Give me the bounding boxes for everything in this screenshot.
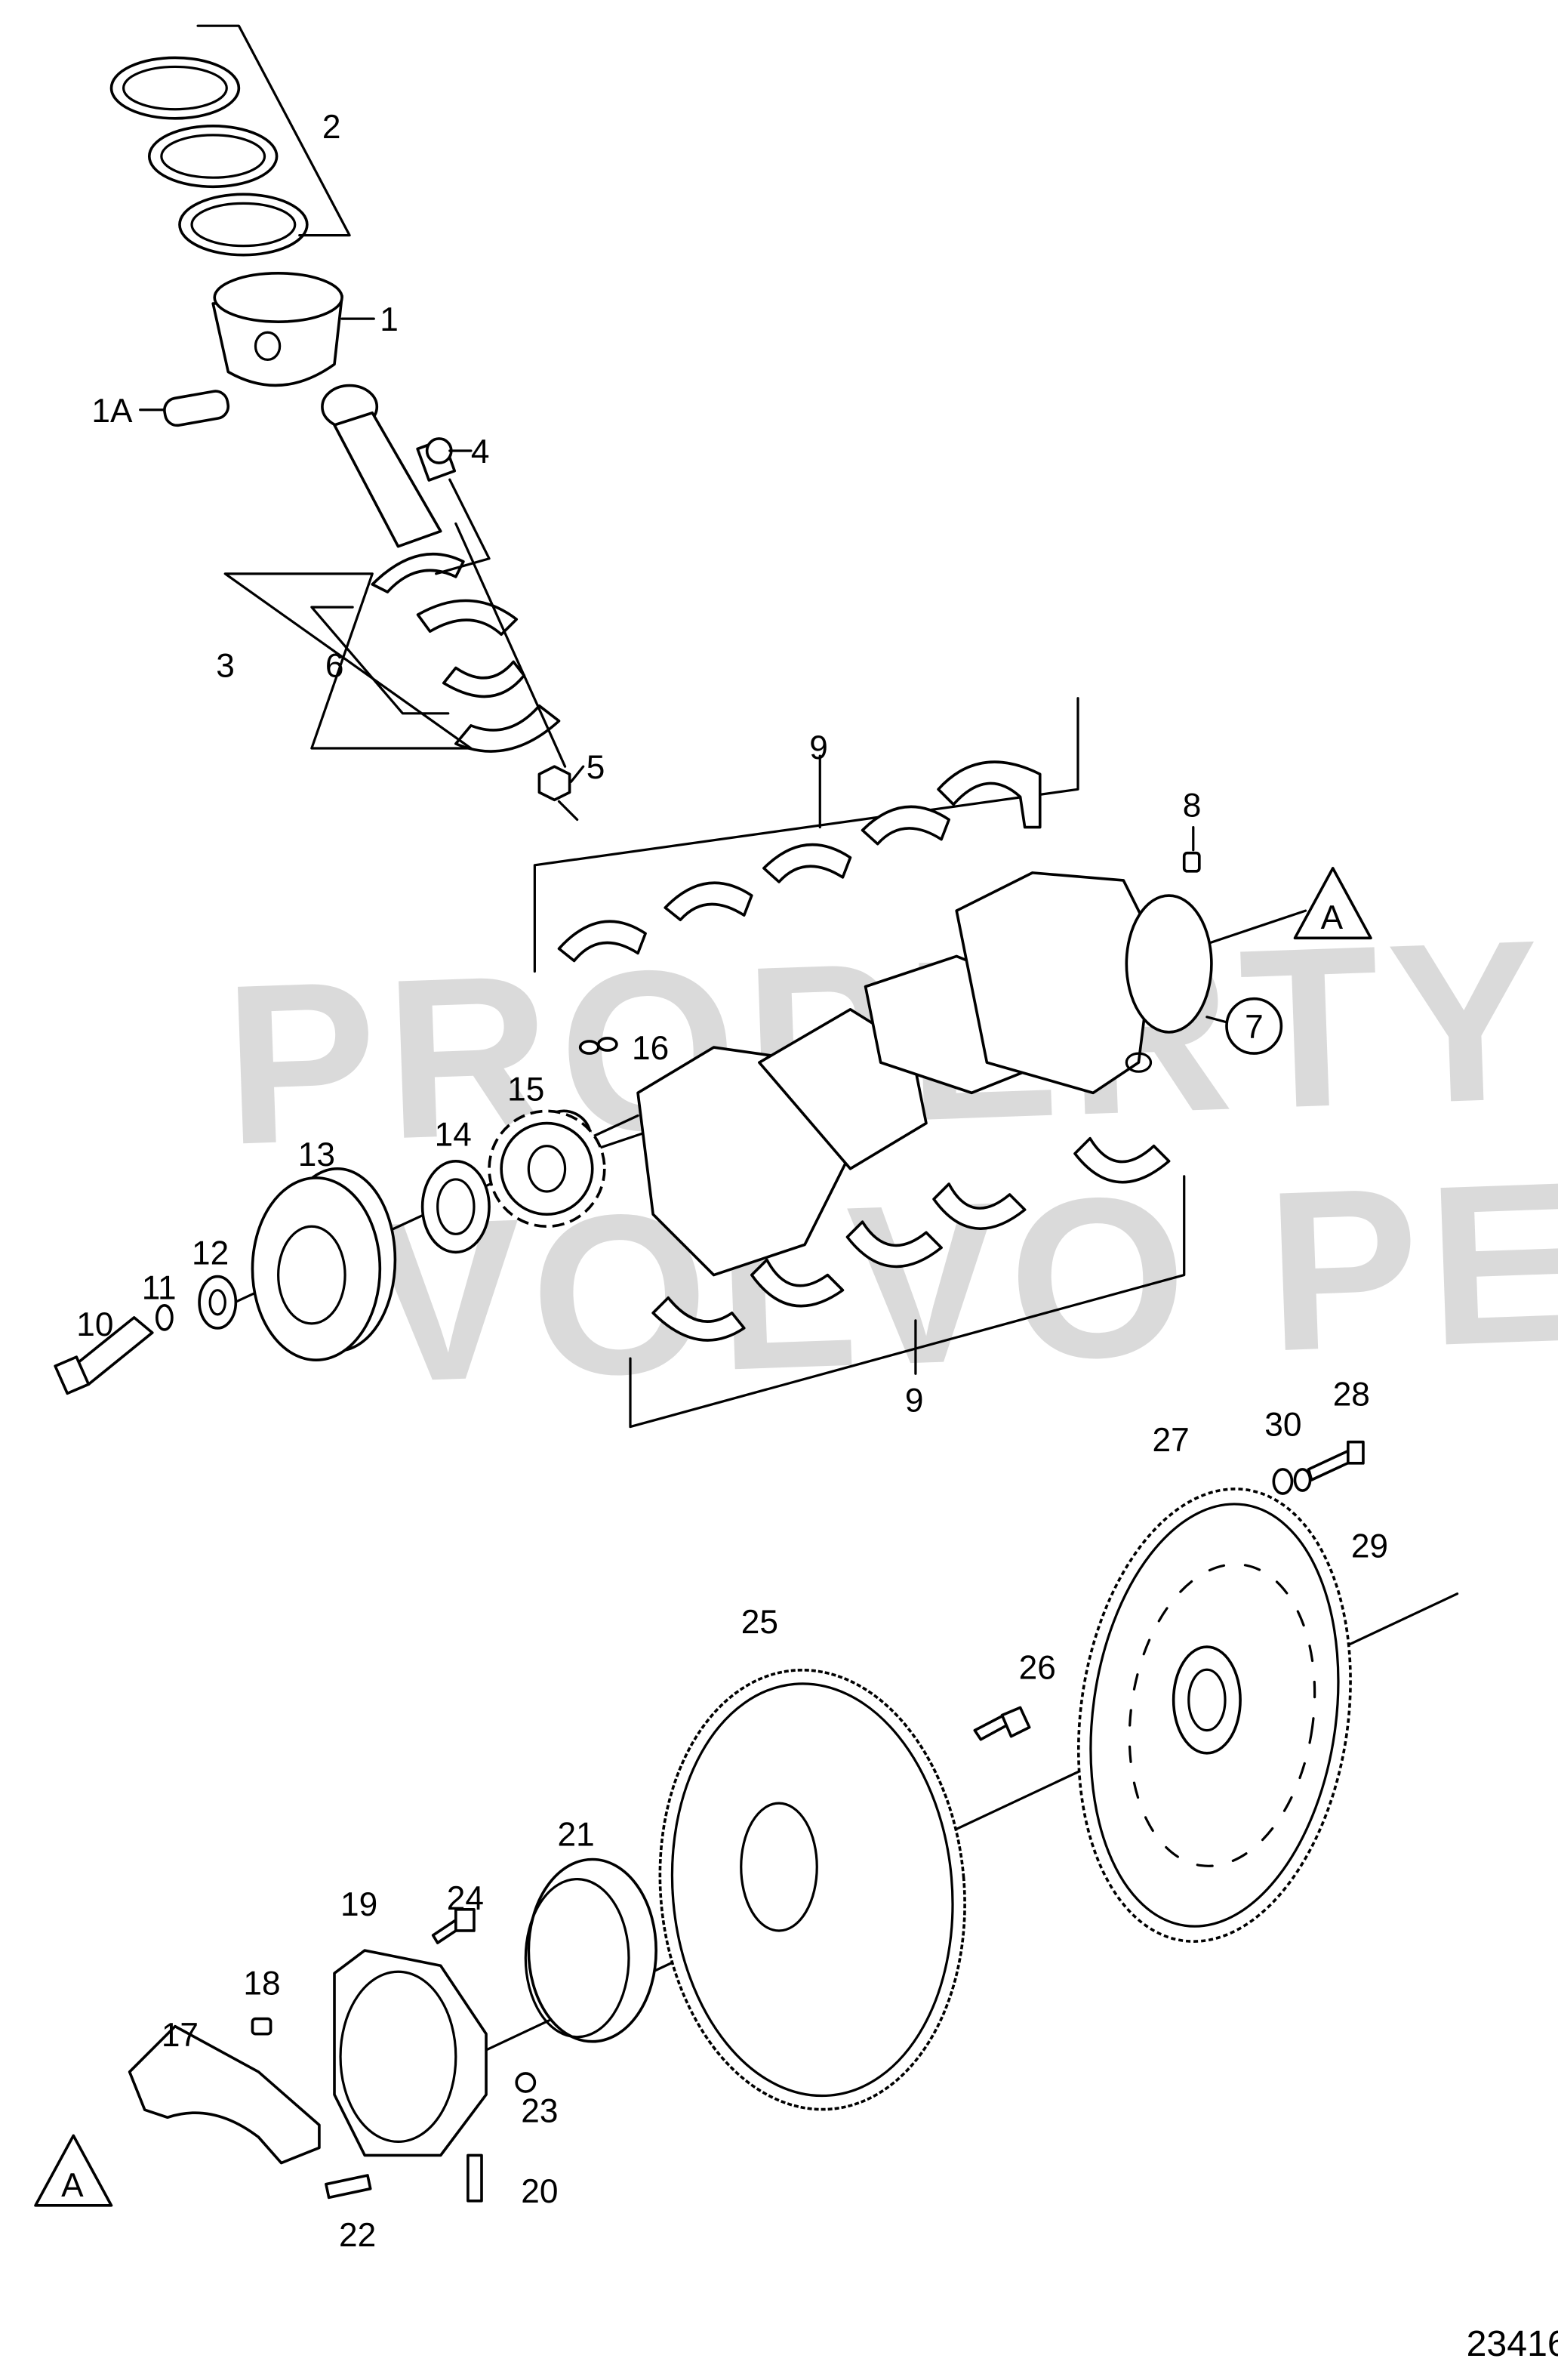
callout-12: 12 (192, 1235, 229, 1272)
callout-1a: 1A (91, 393, 133, 430)
callout-30: 30 (1264, 1407, 1301, 1444)
key-16 (578, 1037, 618, 1055)
timing-gear (488, 1109, 606, 1229)
callout-4: 4 (471, 433, 490, 470)
washer-30 (1272, 1468, 1294, 1495)
callout-29: 29 (1351, 1528, 1388, 1565)
illustration-number: 23416 (1467, 2323, 1558, 2364)
section-marker-a-top: A (1293, 867, 1372, 940)
callout-27: 27 (1153, 1422, 1190, 1459)
callout-19: 19 (340, 1886, 377, 1923)
callout-24: 24 (447, 1880, 484, 1917)
piston (211, 272, 375, 387)
callout-15: 15 (507, 1071, 544, 1108)
callout-22: 22 (339, 2217, 376, 2254)
washer-11 (155, 1303, 174, 1331)
washer-29 (1293, 1468, 1312, 1492)
callout-18: 18 (243, 1965, 280, 2002)
callout-17: 17 (162, 2017, 199, 2054)
callout-11: 11 (142, 1270, 177, 1307)
crankshaft (500, 871, 1307, 1277)
callout-10: 10 (76, 1306, 113, 1343)
callout-7: 7 (1245, 1009, 1264, 1046)
washer-12 (198, 1275, 238, 1330)
callout-28: 28 (1333, 1376, 1370, 1413)
callout-8: 8 (1183, 787, 1202, 824)
callout-5: 5 (587, 749, 605, 786)
bolt-24 (431, 1908, 476, 1944)
callout-labels: 2 1 1A 4 3 6 5 9 8 7 16 15 14 13 12 11 1… (76, 109, 1388, 2254)
seal-housing (333, 1949, 488, 2157)
stud-22 (325, 2174, 372, 2200)
bolt-10 (54, 1316, 154, 1395)
rod-bearing-shells (223, 522, 585, 822)
pin-18 (251, 2017, 272, 2036)
main-bearing-cap (128, 2024, 321, 2165)
callout-26: 26 (1019, 1649, 1056, 1686)
dowel-pin-8 (1182, 851, 1201, 873)
piston-pin (139, 390, 230, 427)
callout-9-upper: 9 (809, 729, 828, 766)
flywheel (658, 1668, 966, 2111)
nut-23 (515, 2072, 537, 2093)
flexplate (1076, 1488, 1352, 1943)
connecting-rod (321, 384, 491, 593)
section-marker-label: A (1321, 899, 1344, 936)
vibration-damper (251, 1167, 397, 1361)
callout-13: 13 (298, 1136, 335, 1173)
callout-2: 2 (322, 109, 341, 146)
callout-3: 3 (216, 648, 235, 685)
bolt-28 (1307, 1440, 1365, 1481)
bracket-9-lower (629, 1175, 1186, 1429)
watermark: PROPERTY OF VOLVO PENTA (221, 877, 1558, 1430)
section-marker-a-bottom: A (34, 2134, 113, 2207)
bolt-26 (973, 1706, 1031, 1741)
bracket-9-upper (533, 697, 1079, 973)
callout-6: 6 (325, 648, 344, 685)
callout-16: 16 (632, 1030, 669, 1067)
seal-ring-21 (524, 1857, 657, 2043)
section-marker-label: A (61, 2167, 84, 2204)
callout-21: 21 (558, 1816, 595, 1853)
callout-23: 23 (521, 2092, 558, 2129)
piston-rings (109, 24, 351, 257)
main-bearing-shells-lower (651, 1136, 1171, 1342)
callout-1: 1 (380, 301, 399, 338)
oil-seal-14 (420, 1159, 491, 1254)
main-bearing-shells-upper (557, 760, 1042, 963)
callout-7-circle (1225, 997, 1283, 1055)
callout-14: 14 (435, 1117, 472, 1154)
callout-9-lower: 9 (905, 1382, 924, 1419)
callout-25: 25 (741, 1604, 778, 1641)
callout-20: 20 (521, 2173, 558, 2210)
stud-20 (466, 2153, 483, 2203)
